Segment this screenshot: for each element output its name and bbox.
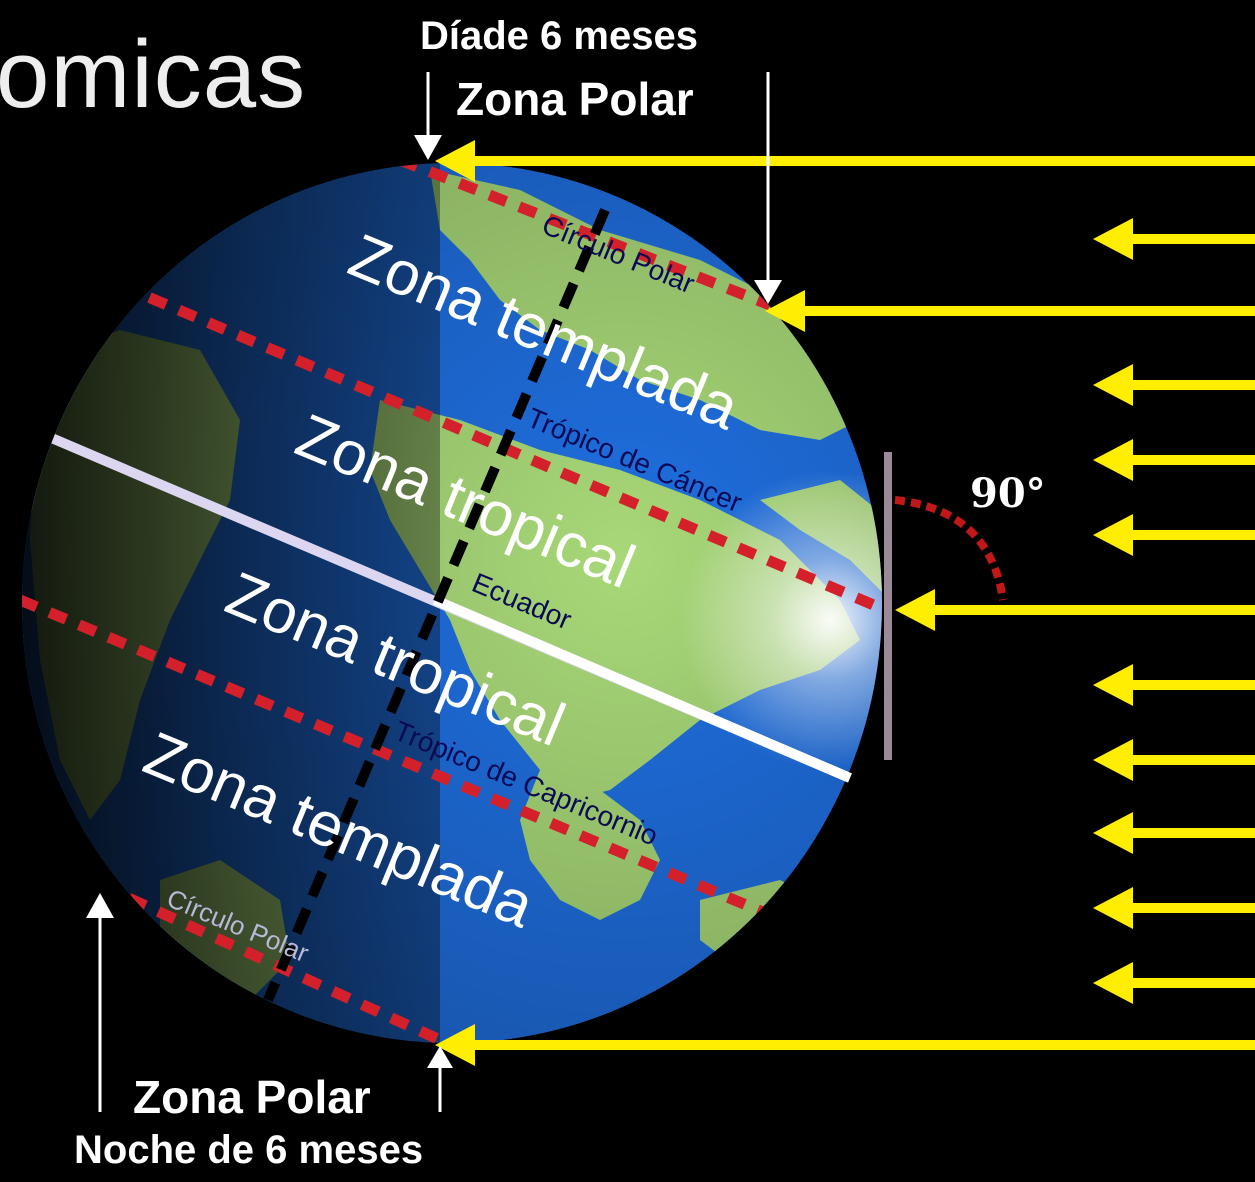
right-angle-arc — [894, 496, 1007, 601]
bottom-caption: Noche de 6 meses — [74, 1128, 424, 1172]
left-arrow-icon — [1093, 887, 1255, 929]
left-arrow-icon — [1093, 364, 1255, 406]
left-arrow-icon — [1093, 514, 1255, 556]
left-arrow-icon — [1093, 439, 1255, 481]
angle-label: 90° — [970, 470, 1046, 517]
left-arrow-icon — [435, 1024, 1255, 1066]
subsolar-glow — [680, 470, 882, 770]
pointer-arrows — [86, 72, 782, 1112]
left-arrow-icon — [435, 140, 1255, 182]
white-arrow-icon — [86, 893, 114, 1112]
partial-title: omicas — [0, 21, 307, 128]
left-arrow-icon — [1093, 739, 1255, 781]
white-arrow-icon — [414, 72, 442, 160]
terminator-line — [263, 208, 610, 1002]
left-arrow-icon — [1093, 664, 1255, 706]
top-caption: Díade 6 meses — [420, 14, 698, 58]
white-arrow-icon — [754, 72, 782, 304]
left-arrow-icon — [765, 290, 1255, 332]
top-zone-label: Zona Polar — [456, 73, 694, 125]
left-arrow-icon — [1093, 962, 1255, 1004]
white-arrow-icon — [427, 1046, 453, 1112]
sun-rays — [435, 140, 1255, 1066]
left-arrow-icon — [1093, 812, 1255, 854]
tropic-capricorn-line — [22, 594, 773, 921]
arctic-circle-line — [397, 163, 773, 311]
equator-line-lit — [433, 595, 852, 783]
bottom-zone-label: Zona Polar — [133, 1071, 371, 1123]
left-arrow-icon — [1093, 218, 1255, 260]
left-arrow-icon — [895, 589, 1255, 631]
